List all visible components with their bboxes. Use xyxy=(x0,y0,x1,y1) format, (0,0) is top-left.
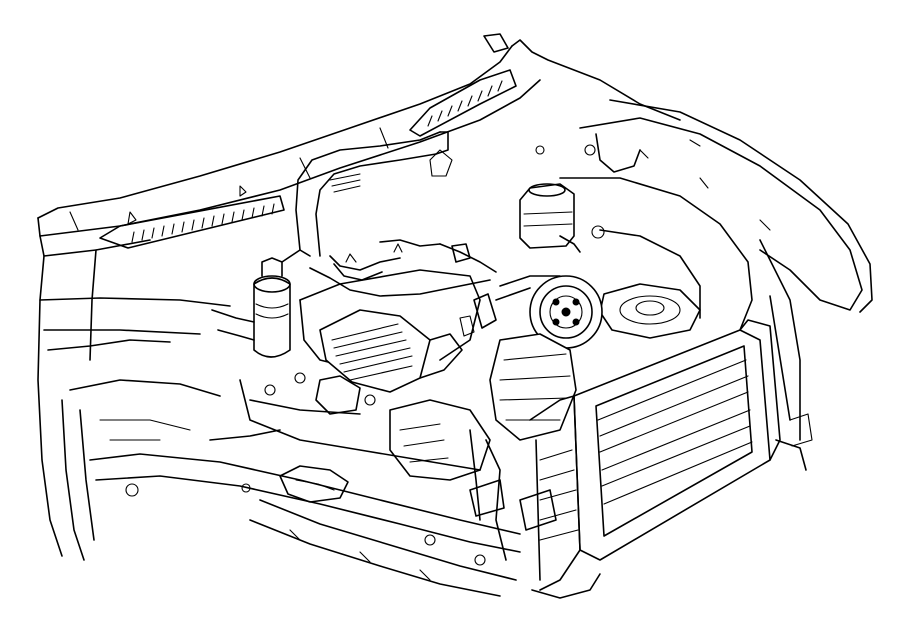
ac-compressor xyxy=(469,333,577,561)
engine-mount xyxy=(279,465,349,503)
condenser xyxy=(529,239,813,599)
misc-brackets xyxy=(429,144,596,531)
cowl-panel xyxy=(37,39,681,257)
wiper-cowl-grille xyxy=(99,33,517,249)
left-fender-apron xyxy=(37,249,251,561)
strut-tower xyxy=(599,283,701,339)
ac-hoses xyxy=(209,239,497,441)
intake-manifold xyxy=(319,309,463,393)
radiator xyxy=(573,319,781,561)
frame-crossmember xyxy=(89,453,521,597)
power-steering-pump xyxy=(495,275,603,349)
fender-inner-panel xyxy=(559,99,873,331)
accumulator-drier xyxy=(253,249,311,358)
coolant-reservoir xyxy=(519,183,581,253)
air-intake-duct xyxy=(295,131,449,257)
